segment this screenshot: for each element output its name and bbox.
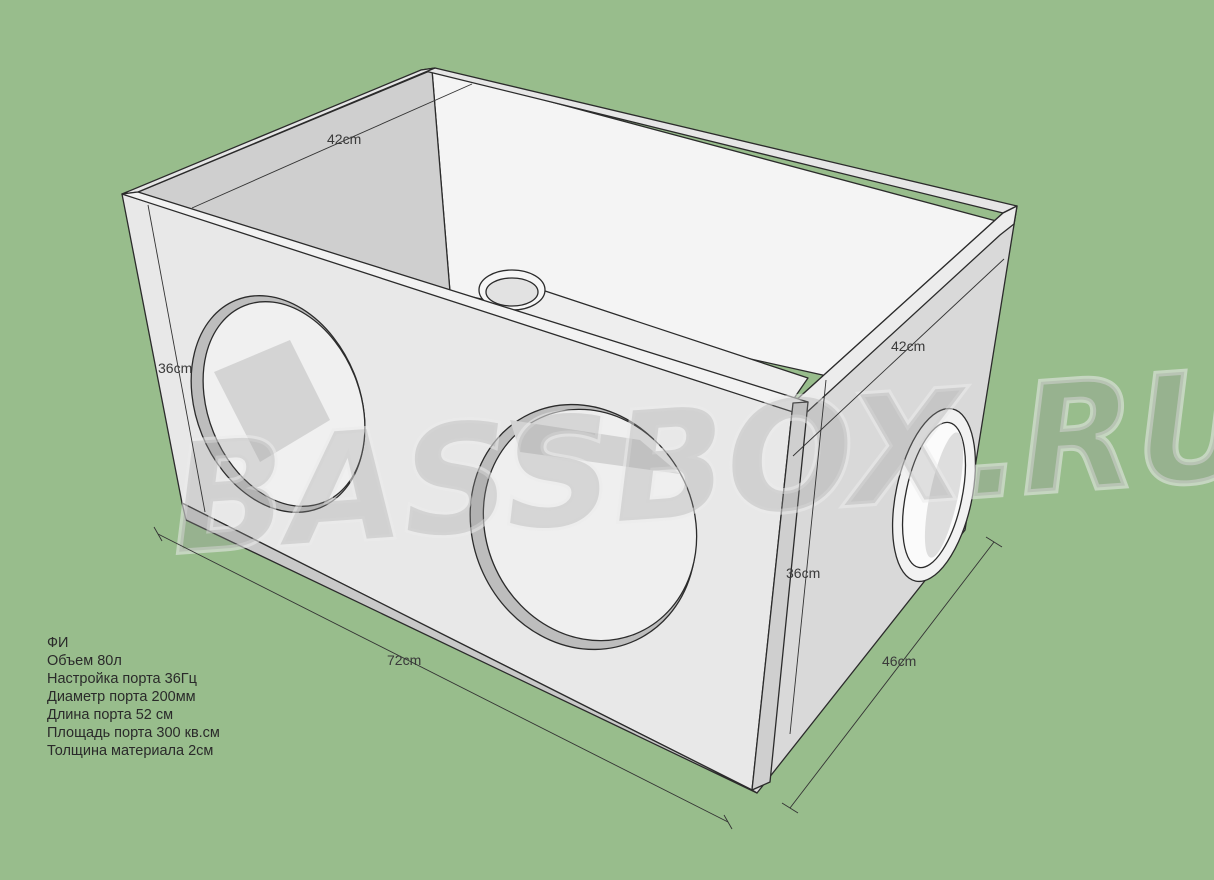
- dimension-lines: [147, 83, 1005, 830]
- dim-tick-width-end: [985, 536, 1003, 548]
- box-bottom-edge: [181, 502, 758, 794]
- watermark-text: BASSBOX.RU: [166, 338, 1214, 587]
- spec-material-thickness: Толщина материала 2см: [47, 743, 214, 759]
- port-tube-mouth: [485, 277, 539, 307]
- label-side-depth: 42cm: [891, 338, 925, 354]
- front-panel-right-edge: [751, 401, 809, 791]
- speaker-cutout-right: [469, 403, 698, 651]
- spec-volume: Объем 80л: [47, 653, 122, 669]
- port-exit-inner-shadow: [924, 432, 964, 558]
- speaker-cutout-left-shadow: [214, 340, 330, 462]
- dim-line-top-depth: [191, 83, 473, 209]
- spec-port-area: Площадь порта 300 кв.см: [47, 725, 220, 741]
- spec-port-diameter: Диаметр порта 200мм: [47, 689, 196, 705]
- port-exit: [891, 407, 977, 583]
- speaker-cutout-left: [190, 295, 366, 513]
- dim-tick-length-start: [153, 526, 163, 542]
- label-front-height: 36cm: [158, 360, 192, 376]
- dim-line-side-height: [789, 379, 827, 735]
- dim-line-length: [157, 533, 729, 823]
- dim-tick-length-end: [723, 814, 733, 830]
- label-top-depth: 42cm: [327, 131, 361, 147]
- spec-port-length: Длина порта 52 см: [47, 707, 174, 723]
- dim-line-side-depth: [792, 258, 1005, 457]
- label-side-height: 36cm: [786, 565, 820, 581]
- label-length: 72cm: [387, 652, 421, 668]
- dim-line-width: [789, 541, 995, 809]
- label-width: 46cm: [882, 653, 916, 669]
- speaker-cutout-right-tube-inside: [510, 420, 680, 474]
- spec-tuning: Настройка порта 36Гц: [47, 671, 197, 687]
- box-model: [121, 67, 1018, 794]
- spec-type: ФИ: [47, 635, 69, 651]
- dim-line-front-height: [147, 204, 206, 513]
- dimension-labels: 42cm 36cm 42cm 36cm 72cm 46cm: [158, 131, 925, 669]
- dim-tick-width-start: [781, 802, 799, 814]
- specs-list: ФИ Объем 80л Настройка порта 36Гц Диамет…: [47, 634, 220, 760]
